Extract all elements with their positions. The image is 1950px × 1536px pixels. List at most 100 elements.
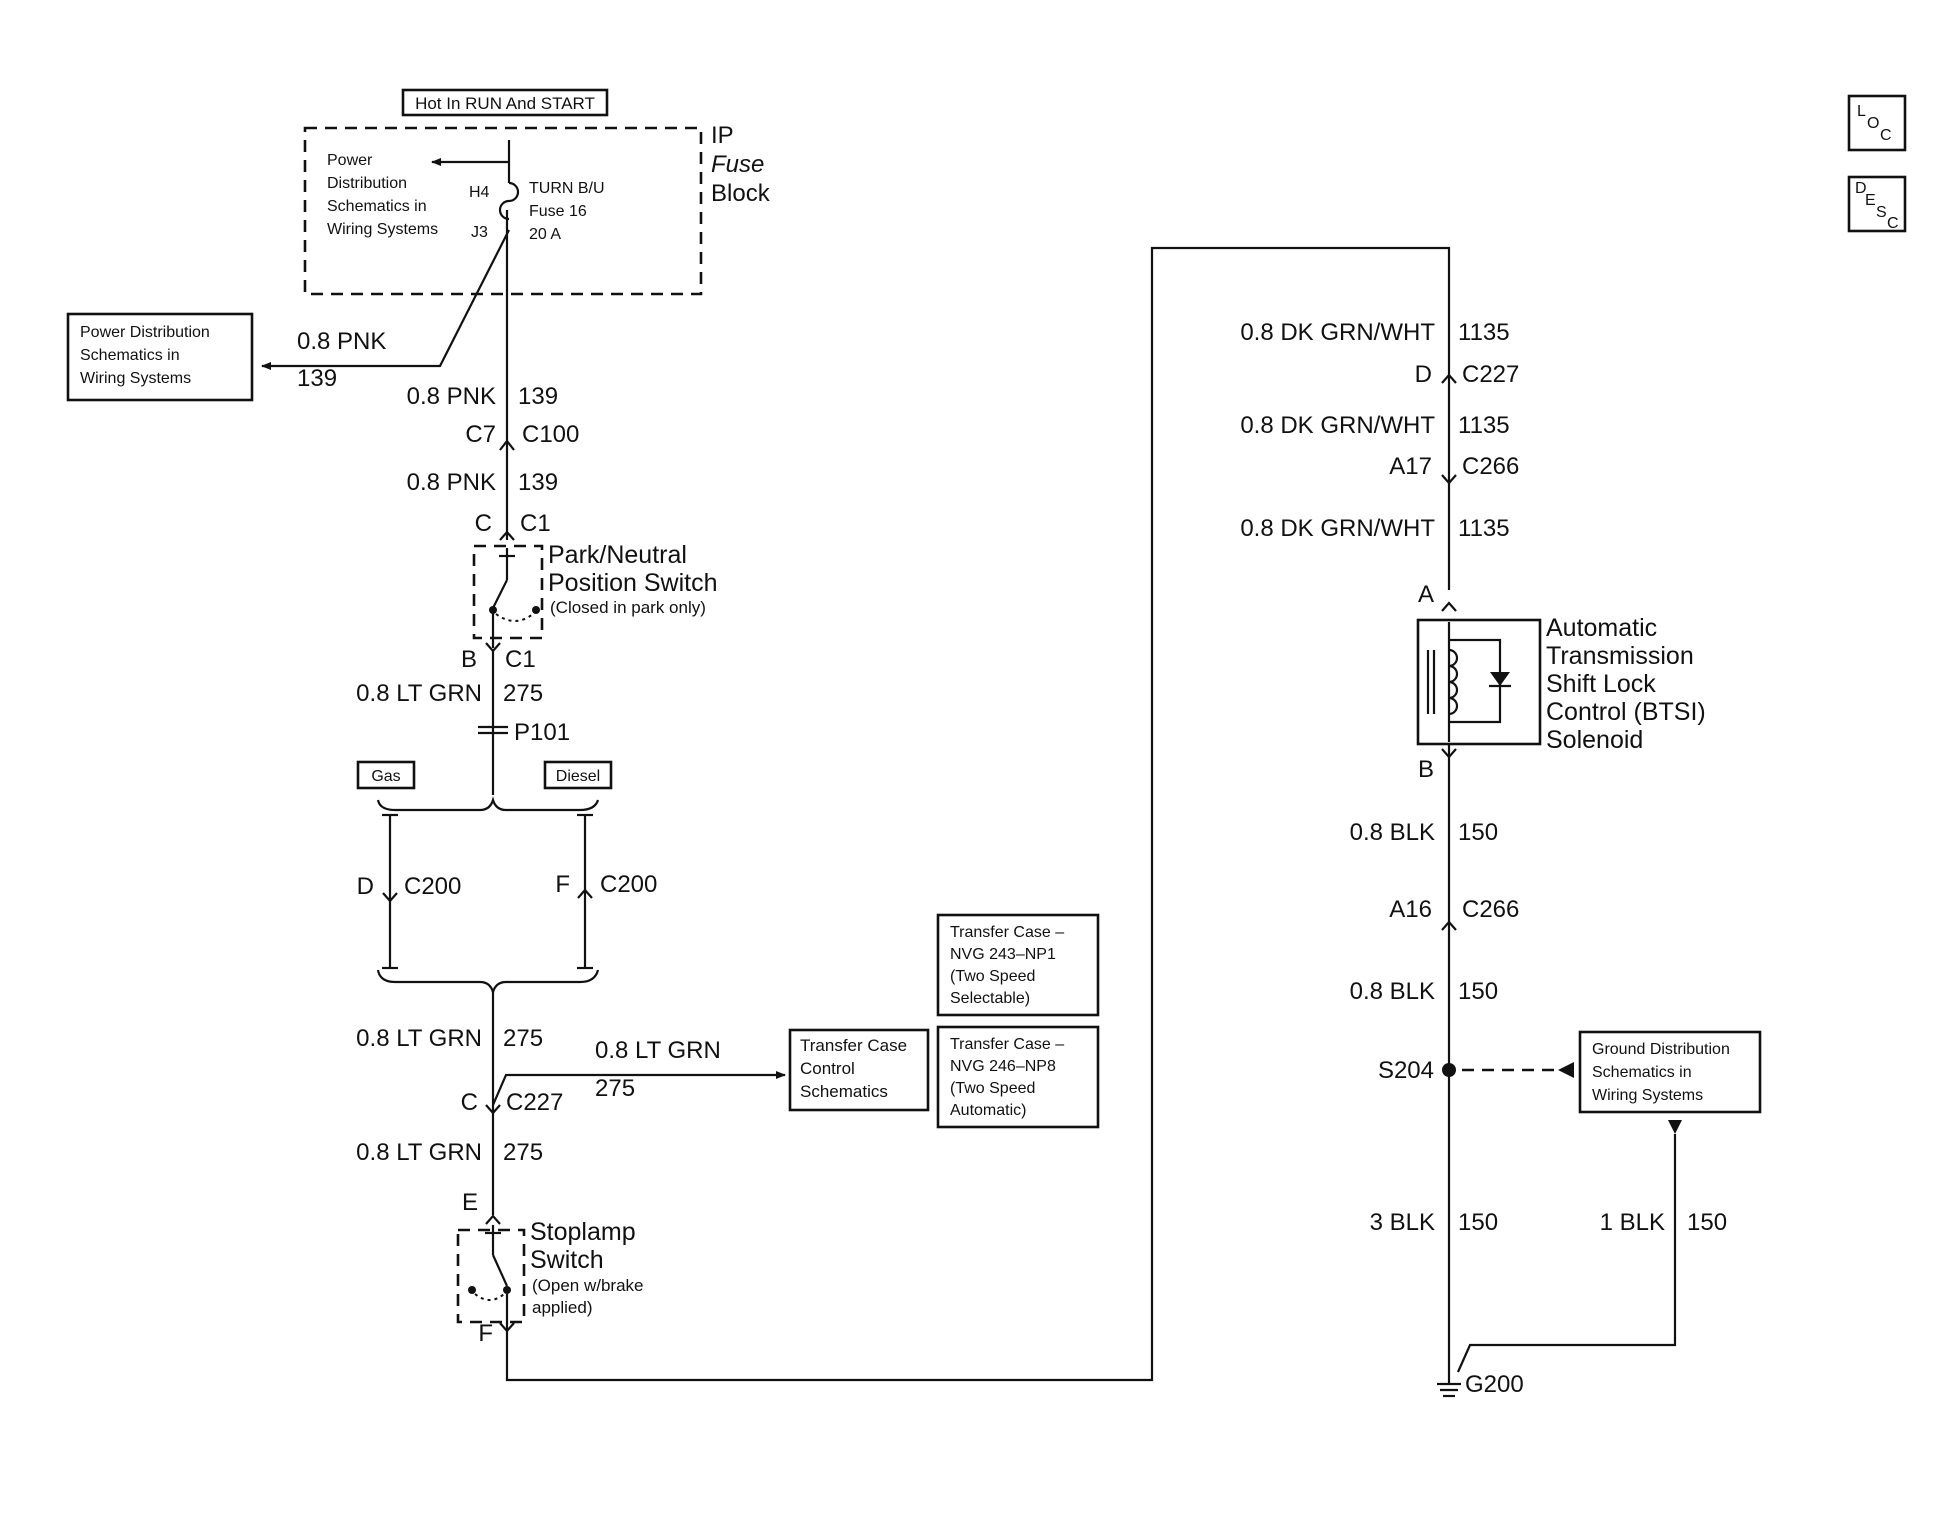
svg-text:Power Distribution: Power Distribution [80, 324, 210, 341]
wire-label-branch-pnk: 0.8 PNK [297, 328, 386, 355]
wire-label-branch-275: 275 [595, 1075, 635, 1102]
pn-switch-blade-icon [492, 579, 508, 609]
svg-text:Schematics in: Schematics in [1592, 1064, 1692, 1081]
loc-icon[interactable]: L O C [1847, 94, 1907, 152]
wire-label-dkgrn-3: 0.8 DK GRN/WHT [1240, 515, 1435, 542]
svg-text:Control (BTSI): Control (BTSI) [1546, 698, 1706, 726]
wire-label-1blk: 1 BLK [1600, 1209, 1665, 1236]
svg-text:Solenoid: Solenoid [1546, 726, 1643, 754]
svg-text:(Two Speed: (Two Speed [950, 1080, 1035, 1097]
pn-top-pin: C [475, 510, 492, 537]
pn-top-name: C1 [520, 510, 551, 537]
svg-text:C: C [1880, 127, 1892, 144]
splice-s204-icon [1442, 1063, 1456, 1077]
svg-text:20 A: 20 A [529, 226, 561, 243]
svg-text:Transfer Case –: Transfer Case – [950, 924, 1064, 941]
svg-text:Fuse 16: Fuse 16 [529, 203, 587, 220]
desc-icon[interactable]: D E S C [1847, 175, 1907, 233]
wire-1-blk-150 [1456, 1134, 1677, 1373]
svg-text:L: L [1857, 103, 1866, 120]
btsi-pin-a: A [1418, 581, 1434, 608]
stoplamp-switch-outline [456, 1228, 526, 1324]
c227-right-connector-icon [1441, 373, 1457, 384]
c266-a16-pin: A16 [1389, 896, 1432, 923]
btsi-solenoid-label: Automatic Transmission Shift Lock Contro… [1546, 614, 1706, 754]
btsi-pin-b: B [1418, 756, 1434, 783]
svg-text:Stoplamp: Stoplamp [530, 1218, 636, 1246]
wire-label-1135-3: 1135 [1458, 515, 1510, 542]
option-brace-top [376, 796, 600, 812]
power-distribution-ref-inner: Power Distribution Schematics in Wiring … [327, 152, 438, 238]
nvg-246-note: Transfer Case – NVG 246–NP8 (Two Speed A… [936, 1025, 1100, 1129]
svg-text:(Two Speed: (Two Speed [950, 968, 1035, 985]
hot-in-run-start-label: Hot In RUN And START [401, 88, 609, 117]
fuse-terminal-h4: H4 [469, 184, 490, 201]
svg-text:Block: Block [711, 180, 771, 207]
stoplamp-top-pin: E [462, 1189, 478, 1216]
svg-text:O: O [1867, 115, 1879, 132]
c266-a16-name: C266 [1462, 896, 1519, 923]
svg-text:Transfer Case –: Transfer Case – [950, 1036, 1064, 1053]
svg-text:E: E [1865, 192, 1876, 209]
wire-label-150-4: 150 [1458, 819, 1498, 846]
svg-text:Wiring Systems: Wiring Systems [327, 221, 438, 238]
svg-text:Automatic): Automatic) [950, 1102, 1026, 1119]
svg-text:Ground Distribution: Ground Distribution [1592, 1041, 1730, 1058]
svg-text:IP: IP [711, 122, 734, 149]
svg-text:Wiring Systems: Wiring Systems [1592, 1087, 1703, 1104]
solenoid-coil-icon [1448, 648, 1459, 716]
transfer-case-control-ref: Transfer Case Control Schematics [788, 1028, 930, 1112]
wire-label-3blk: 3 BLK [1370, 1209, 1435, 1236]
wire-label-branch-139: 139 [297, 365, 337, 392]
c266-a17-name: C266 [1462, 453, 1519, 480]
diode-icon [1490, 672, 1510, 686]
wire-label-1135-2: 1135 [1458, 412, 1510, 439]
wire-label-275-5: 275 [503, 1139, 543, 1166]
fuse-terminal-j3: J3 [471, 224, 488, 241]
svg-text:(Open w/brake: (Open w/brake [532, 1276, 644, 1295]
btsi-pin-a-connector-icon [1441, 601, 1457, 612]
svg-text:applied): applied) [532, 1298, 593, 1317]
svg-text:Automatic: Automatic [1546, 614, 1657, 642]
pn-bottom-name: C1 [505, 646, 536, 673]
svg-text:Control: Control [800, 1059, 855, 1078]
wire-label-150-6: 150 [1458, 1209, 1498, 1236]
c200-diesel-pin: F [555, 871, 570, 898]
pn-switch-contact [532, 606, 540, 614]
svg-text:Selectable): Selectable) [950, 990, 1030, 1007]
svg-text:Fuse: Fuse [711, 151, 764, 178]
svg-text:Transfer Case: Transfer Case [800, 1036, 907, 1055]
pn-bottom-pin: B [461, 646, 477, 673]
c200-diesel-connector-icon [577, 888, 593, 899]
c227-left-connector-icon [485, 1104, 501, 1115]
wire-label-150-7: 150 [1687, 1209, 1727, 1236]
wire-label-139-2: 139 [518, 469, 558, 496]
c200-diesel-name: C200 [600, 871, 657, 898]
ground-g200-label: G200 [1465, 1371, 1524, 1398]
wire-label-blk-4: 0.8 BLK [1350, 819, 1435, 846]
pn-switch-pivot [489, 606, 497, 614]
wire-label-139-1: 139 [518, 383, 558, 410]
connector-c100-icon [499, 439, 515, 451]
svg-text:D: D [1855, 180, 1867, 197]
svg-text:Switch: Switch [530, 1246, 604, 1274]
svg-text:Gas: Gas [371, 768, 400, 785]
c100-name: C100 [522, 421, 579, 448]
diesel-option-label: Diesel [543, 760, 613, 790]
wire-lt-grn-275-branch [491, 1071, 786, 1106]
c266-a16-connector-icon [1441, 920, 1457, 931]
splice-s204-label: S204 [1378, 1057, 1434, 1084]
wire-label-branch-ltgrn: 0.8 LT GRN [595, 1037, 721, 1064]
ip-fuse-block-outline [303, 126, 703, 296]
btsi-solenoid-box [1416, 618, 1542, 746]
svg-text:Schematics: Schematics [800, 1082, 888, 1101]
wire-label-ltgrn-3: 0.8 LT GRN [356, 680, 482, 707]
svg-text:Hot In RUN And START: Hot In RUN And START [415, 94, 595, 113]
power-distribution-ref-box: Power Distribution Schematics in Wiring … [66, 312, 254, 402]
svg-text:TURN B/U: TURN B/U [529, 180, 605, 197]
wire-label-pnk-2: 0.8 PNK [407, 469, 496, 496]
c200-gas-name: C200 [404, 873, 461, 900]
svg-text:NVG 246–NP8: NVG 246–NP8 [950, 1058, 1056, 1075]
wire-label-dkgrn-1: 0.8 DK GRN/WHT [1240, 319, 1435, 346]
